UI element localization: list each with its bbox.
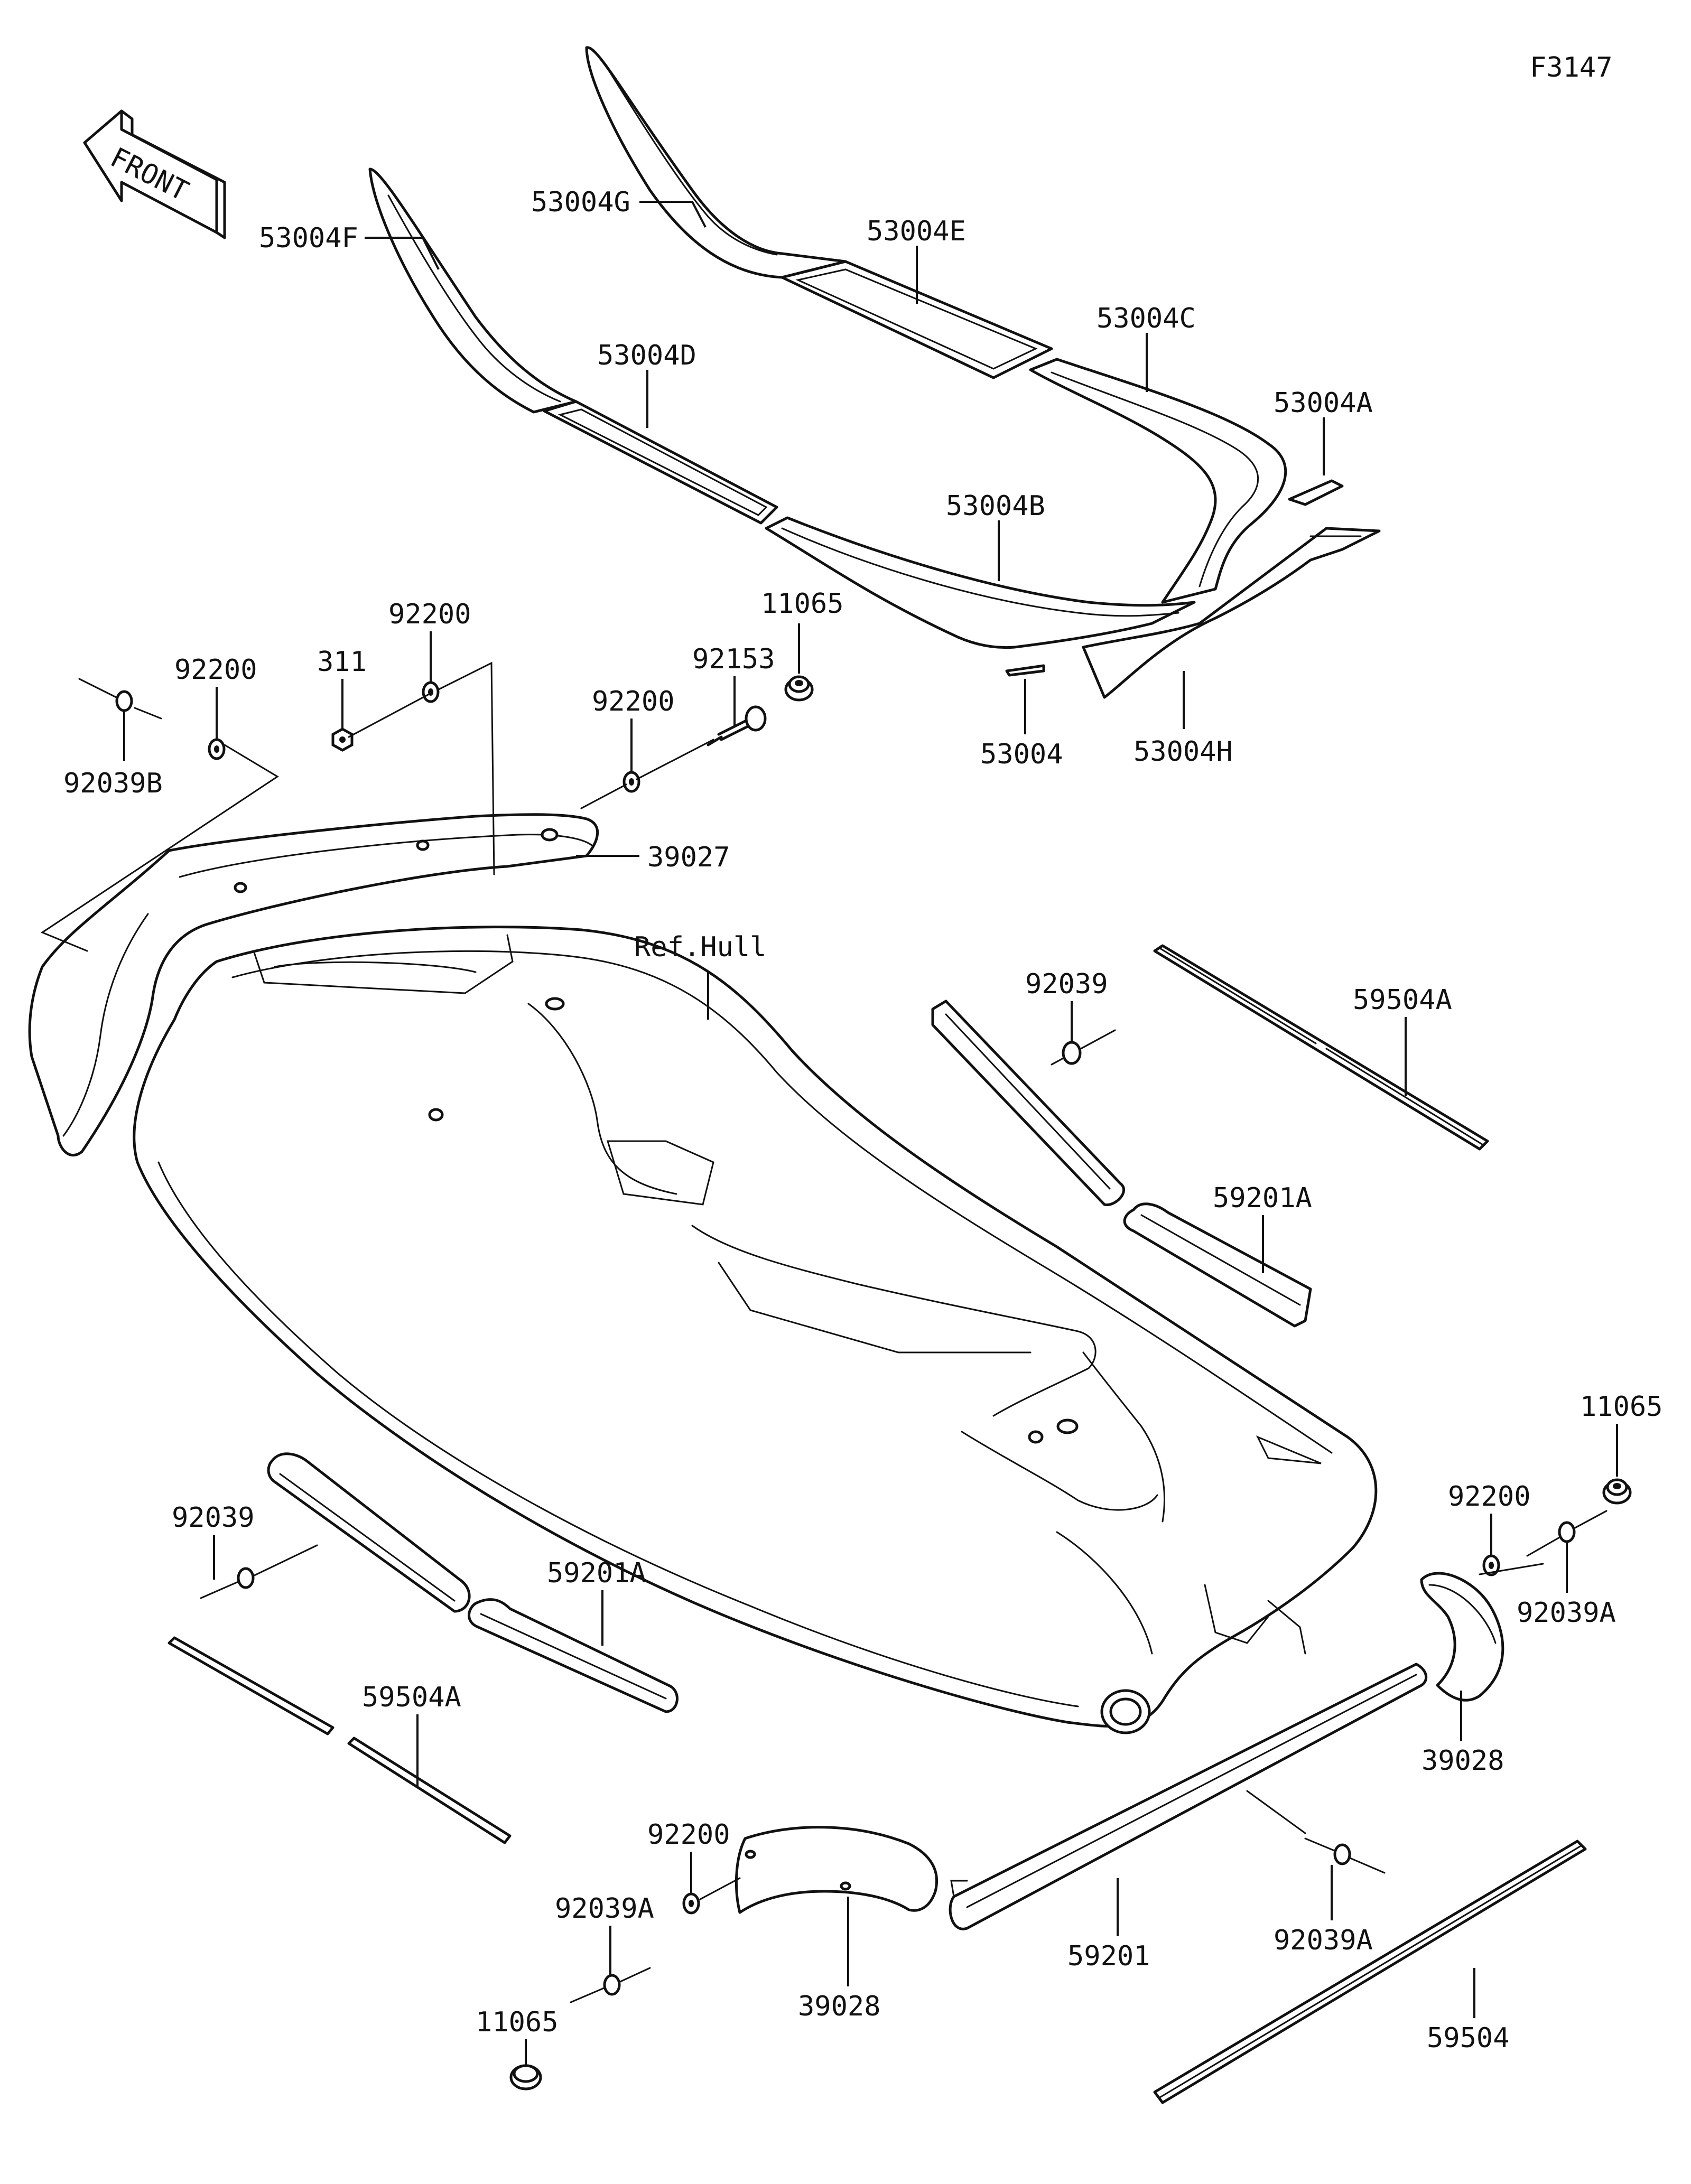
cap-nut-11065-bottom [509,2064,542,2090]
label-92039A-right: 92039A [1517,1597,1616,1629]
washer-92200-bottom [682,1892,700,1915]
leader-53004F [365,237,440,270]
rivet-92039B [78,678,162,720]
label-53004B: 53004B [946,490,1045,522]
label-92200-top: 92200 [388,599,471,630]
sponson-cover-right-upper [931,1000,1125,1206]
label-92200-mid: 92200 [592,686,675,717]
rivet-92039A-right [1526,1510,1608,1557]
label-92200-right: 92200 [1448,1481,1531,1513]
nut-311 [331,727,354,752]
hull-reference [133,926,1378,1734]
label-39027: 39027 [647,842,730,873]
rivet-92039-left [200,1544,318,1599]
bumper-39028-right [1420,1572,1504,1702]
label-92200-left: 92200 [174,654,257,686]
deck-mat-53004B [765,516,1196,649]
hardware-line-92200-mid [636,739,714,780]
figure-id: F3147 [1530,52,1613,83]
label-53004H: 53004H [1133,736,1233,768]
deck-mat-53004H [1082,527,1381,699]
label-53004E: 53004E [867,216,966,247]
label-53004D: 53004D [597,340,696,371]
label-53004F: 53004F [259,222,358,254]
hardware-line-92200-mid-2 [580,783,627,809]
hardware-line-311 [348,694,429,738]
deck-mat-53004E [781,260,1053,379]
deck-mat-53004D [543,400,778,525]
bumper-39028-bottom [735,1826,939,1914]
sponson-trim-92039-left-piece [267,1452,471,1613]
rivet-92039A-bottom [570,1967,651,2003]
grab-rail-39027 [28,813,599,1156]
gunwale-trim-59504A-right [1153,944,1489,1151]
sponson-trim-59201 [949,1663,1428,1930]
hardware-line-92039A-mid [1246,1790,1306,1834]
label-53004C: 53004C [1097,303,1196,334]
label-11065-bottom: 11065 [476,2006,559,2038]
label-59504A-left: 59504A [362,1682,461,1713]
label-59504A-right: 59504A [1353,984,1452,1016]
deck-mat-53004G [585,46,847,279]
label-92039-right: 92039 [1025,968,1108,1000]
label-53004G: 53004G [531,186,630,218]
bolt-92153 [707,705,767,746]
label-11065-right: 11065 [1580,1391,1663,1423]
cap-nut-11065-top [784,675,814,702]
leader-53004G [639,201,707,228]
sponson-trim-59201A-right [1123,1202,1312,1328]
label-92039A-mid: 92039A [1274,1925,1373,1956]
label-59201A-left: 59201A [547,1557,646,1589]
sponson-trim-59201A-left [468,1598,679,1713]
label-92039B: 92039B [63,768,163,799]
deck-mat-53004C [1029,358,1287,604]
cap-nut-11065-right [1602,1478,1632,1505]
hardware-line-92200-bottom [699,1877,741,1900]
label-59201A-right: 59201A [1213,1182,1312,1214]
hardware-line-92200-top [438,661,495,875]
gunwale-trim-59504 [1153,1840,1587,2104]
washer-92200-mid [622,771,640,793]
label-92039-left: 92039 [172,1502,255,1534]
rivet-92039A-mid [1304,1837,1386,1874]
label-92039A-bottom: 92039A [555,1893,654,1925]
label-53004A: 53004A [1274,387,1373,419]
label-59504: 59504 [1427,2022,1510,2054]
label-ref-hull: Ref.Hull [634,931,766,963]
label-53004: 53004 [980,739,1063,770]
rivet-92039-right [1051,1029,1116,1066]
label-39028-right: 39028 [1421,1745,1504,1777]
label-39028-bottom: 39028 [798,1991,881,2022]
deck-mat-53004 [1005,664,1045,677]
hardware-line-92200-right [1479,1563,1544,1575]
label-92153: 92153 [692,643,775,675]
label-11065-top: 11065 [761,588,844,620]
washer-92200-top [422,681,440,703]
deck-mat-53004A [1288,479,1344,506]
label-92200-bottom: 92200 [647,1819,730,1851]
gunwale-trim-59504A-left [168,1636,512,1844]
label-59201: 59201 [1067,1940,1150,1972]
washer-92200-left [208,738,226,760]
label-311: 311 [317,646,367,678]
front-arrow-icon: FRONT [83,109,226,239]
